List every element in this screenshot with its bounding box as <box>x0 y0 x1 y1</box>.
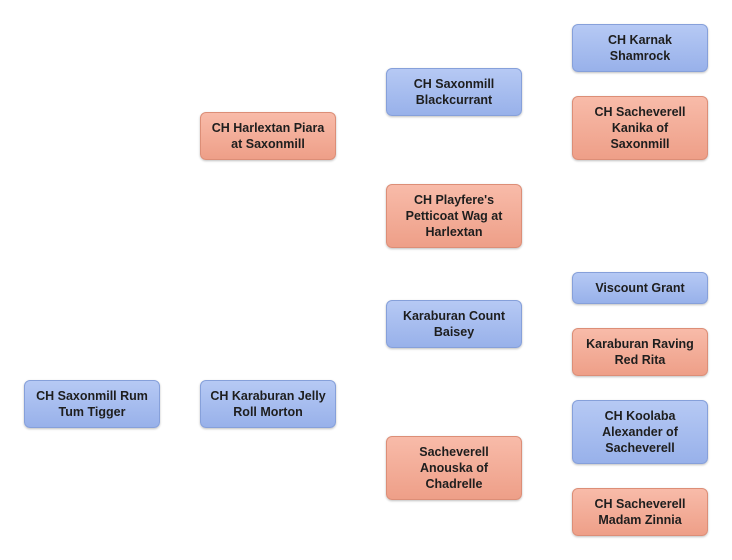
node-label: Viscount Grant <box>595 281 685 295</box>
node-label: CH Karaburan Jelly Roll Morton <box>210 389 326 419</box>
node-sire[interactable]: CH Karaburan Jelly Roll Morton <box>200 380 336 428</box>
node-sire-sire[interactable]: Karaburan Count Baisey <box>386 300 522 348</box>
node-great-grandsire-2[interactable]: Viscount Grant <box>572 272 708 304</box>
node-label: CH Karnak Shamrock <box>608 33 672 63</box>
node-label: CH Saxonmill Rum Tum Tigger <box>36 389 148 419</box>
node-label: CH Saxonmill Blackcurrant <box>413 77 495 107</box>
node-dam-sire[interactable]: CH Saxonmill Blackcurrant <box>386 68 522 116</box>
node-sire-dam[interactable]: Sacheverell Anouska of Chadrelle <box>386 436 522 500</box>
node-great-granddam-1[interactable]: CH Sacheverell Kanika of Saxonmill <box>572 96 708 160</box>
node-dam[interactable]: CH Harlextan Piara at Saxonmill <box>200 112 336 160</box>
node-great-grandsire-3[interactable]: CH Koolaba Alexander of Sacheverell <box>572 400 708 464</box>
node-subject[interactable]: CH Saxonmill Rum Tum Tigger <box>24 380 160 428</box>
node-label: CH Harlextan Piara at Saxonmill <box>211 121 325 151</box>
node-label: CH Playfere's Petticoat Wag at Harlextan <box>405 193 503 239</box>
node-label: CH Koolaba Alexander of Sacheverell <box>602 409 678 455</box>
node-great-granddam-3[interactable]: CH Sacheverell Madam Zinnia <box>572 488 708 536</box>
node-dam-dam[interactable]: CH Playfere's Petticoat Wag at Harlextan <box>386 184 522 248</box>
node-label: Karaburan Raving Red Rita <box>586 337 694 367</box>
node-label: Sacheverell Anouska of Chadrelle <box>419 445 489 491</box>
node-great-grandsire-1[interactable]: CH Karnak Shamrock <box>572 24 708 72</box>
node-great-granddam-2[interactable]: Karaburan Raving Red Rita <box>572 328 708 376</box>
node-label: CH Sacheverell Kanika of Saxonmill <box>594 105 686 151</box>
node-label: CH Sacheverell Madam Zinnia <box>594 497 686 527</box>
node-label: Karaburan Count Baisey <box>402 309 506 339</box>
